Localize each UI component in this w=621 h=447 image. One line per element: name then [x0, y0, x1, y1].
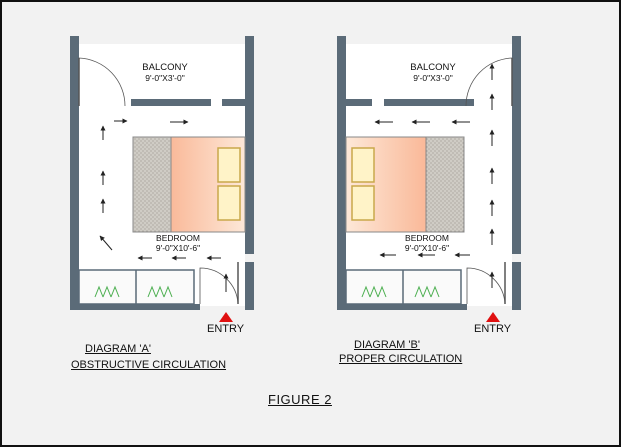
- diagram-b-caption-subtitle: PROPER CIRCULATION: [339, 353, 463, 365]
- diagram-b-bedroom-name: BEDROOM: [405, 233, 449, 243]
- diagram-a-caption-title: DIAGRAM 'A': [85, 343, 151, 355]
- diagram-b-balcony-size: 9'-0"X3'-0": [413, 73, 453, 83]
- diagram-a-bed: [132, 136, 246, 233]
- diagram-a-entry-label: ENTRY: [207, 323, 245, 335]
- diagram-a-bedroom-size: 9'-0"X10'-6": [156, 243, 200, 253]
- diagram-a-bedroom-name: BEDROOM: [156, 233, 200, 243]
- diagram-a-plan: [70, 36, 254, 310]
- diagram-a-entry-marker: [219, 312, 233, 322]
- diagram-a-balcony-size: 9'-0"X3'-0": [145, 73, 185, 83]
- diagram-a-left-wall: [70, 36, 79, 310]
- diagram-a-balcony-wall: [131, 99, 211, 106]
- diagram-a-circulation-arrows: [99, 118, 229, 292]
- diagram-b-bed: [345, 136, 465, 233]
- diagram-b-circulation-arrows: [374, 63, 495, 288]
- figure-label: FIGURE 2: [268, 392, 332, 407]
- diagram-b-balcony-wall: [346, 99, 372, 106]
- diagram-b-right-wall: [512, 36, 521, 254]
- diagram-b-entry-marker: [486, 312, 500, 322]
- diagram-b-caption-title: DIAGRAM 'B': [354, 339, 420, 351]
- diagram-b-balcony-name: BALCONY: [410, 62, 456, 73]
- diagram-a-caption-subtitle: OBSTRUCTIVE CIRCULATION: [71, 359, 227, 371]
- diagram-b-entry-label: ENTRY: [474, 323, 512, 335]
- diagram-b-left-wall: [337, 36, 346, 310]
- diagram-a-balcony-name: BALCONY: [142, 62, 188, 73]
- diagram-b-bedroom-size: 9'-0"X10'-6": [405, 243, 449, 253]
- diagram-b-plan: [337, 36, 521, 310]
- diagram-a-right-wall: [245, 36, 254, 254]
